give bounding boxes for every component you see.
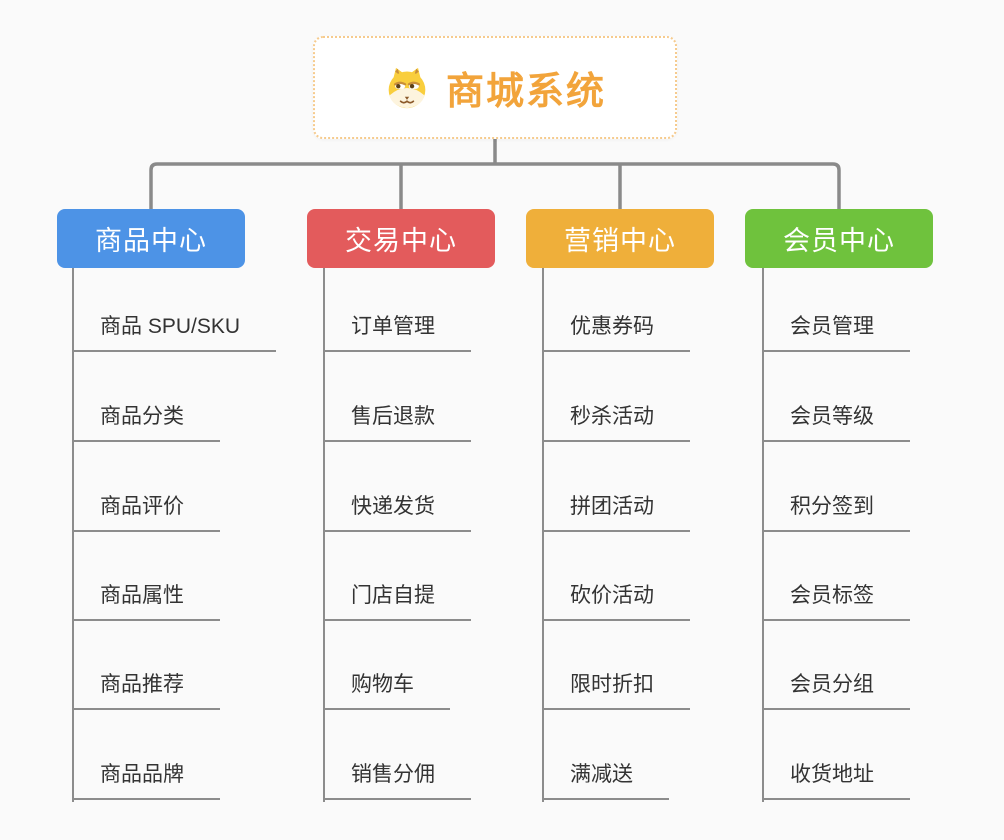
- branch-node-trade-center[interactable]: 交易中心: [307, 209, 495, 268]
- connector-vline: [762, 268, 764, 802]
- branch-node-member-center[interactable]: 会员中心: [745, 209, 933, 268]
- leaf-node[interactable]: 积分签到: [762, 493, 910, 532]
- leaf-node[interactable]: 订单管理: [323, 313, 471, 352]
- leaf-node[interactable]: 会员管理: [762, 313, 910, 352]
- leaf-node[interactable]: 商品评价: [72, 493, 220, 532]
- connector-vline: [72, 268, 74, 802]
- leaf-node[interactable]: 购物车: [323, 671, 450, 710]
- leaf-node[interactable]: 商品分类: [72, 403, 220, 442]
- leaf-node[interactable]: 收货地址: [762, 761, 910, 800]
- leaf-node[interactable]: 门店自提: [323, 582, 471, 621]
- leaf-node[interactable]: 拼团活动: [542, 493, 690, 532]
- branch-node-goods-center[interactable]: 商品中心: [57, 209, 245, 268]
- leaf-node[interactable]: 快递发货: [323, 493, 471, 532]
- root-title: 商城系统: [445, 71, 606, 113]
- leaf-node[interactable]: 商品属性: [72, 582, 220, 621]
- leaf-node[interactable]: 商品 SPU/SKU: [72, 313, 277, 352]
- bus-line: [149, 162, 841, 210]
- leaf-node[interactable]: 会员分组: [762, 671, 910, 710]
- connector-vline: [542, 268, 544, 802]
- leaf-node[interactable]: 会员等级: [762, 403, 910, 442]
- connector-vline: [323, 268, 325, 802]
- leaf-node[interactable]: 商品推荐: [72, 671, 220, 710]
- leaf-node[interactable]: 会员标签: [762, 582, 910, 621]
- leaf-node[interactable]: 满减送: [542, 761, 669, 800]
- leaf-node[interactable]: 销售分佣: [323, 761, 471, 800]
- leaf-node[interactable]: 优惠券码: [542, 313, 690, 352]
- leaf-node[interactable]: 售后退款: [323, 403, 471, 442]
- root-node[interactable]: 商城系统: [313, 36, 677, 139]
- doge-icon: [388, 67, 426, 108]
- leaf-node[interactable]: 商品品牌: [72, 761, 220, 800]
- leaf-node[interactable]: 限时折扣: [542, 671, 690, 710]
- branch-node-marketing-center[interactable]: 营销中心: [526, 209, 714, 268]
- leaf-node[interactable]: 秒杀活动: [542, 403, 690, 442]
- leaf-node[interactable]: 砍价活动: [542, 582, 690, 621]
